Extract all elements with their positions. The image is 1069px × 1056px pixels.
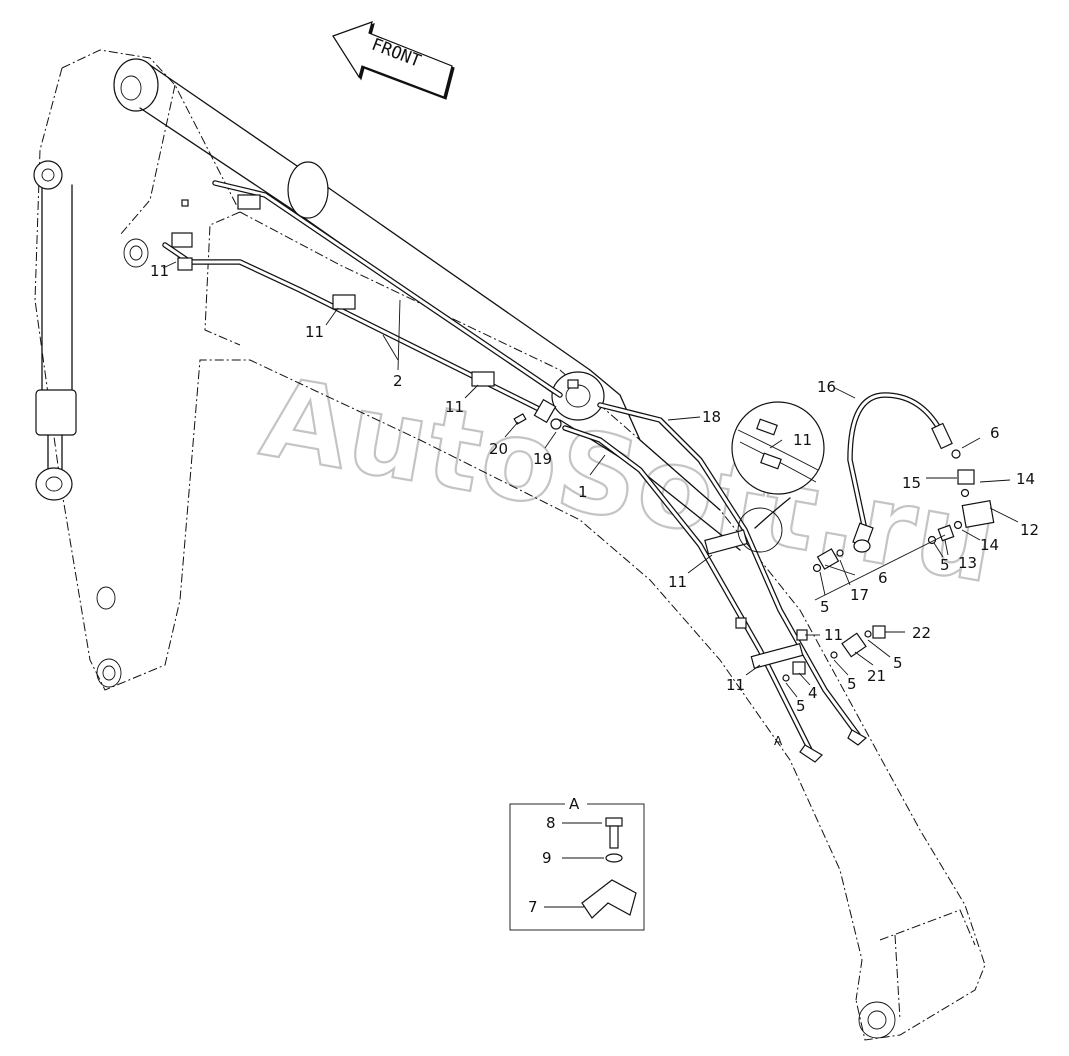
detail-marker-a: A — [774, 734, 783, 748]
callout-5-b: 5 — [820, 598, 830, 616]
callout-11-a: 11 — [150, 262, 169, 280]
callout-5-c: 5 — [893, 654, 903, 672]
hose-16 — [847, 392, 953, 553]
callout-12: 12 — [1020, 521, 1039, 539]
pipe-1-18 — [562, 402, 868, 763]
callout-11-e: 11 — [824, 626, 843, 644]
callout-4: 4 — [808, 684, 818, 702]
front-arrow: FRONT — [332, 21, 455, 100]
detail-label-8: 8 — [546, 814, 556, 832]
callout-15: 15 — [902, 474, 921, 492]
callout-11-c: 11 — [445, 398, 464, 416]
callout-17: 17 — [850, 586, 869, 604]
callout-20: 20 — [489, 440, 508, 458]
callout-19: 19 — [533, 450, 552, 468]
pipe-2 — [162, 180, 563, 415]
callout-21: 21 — [867, 667, 886, 685]
callout-16: 16 — [817, 378, 836, 396]
callout-1: 1 — [578, 483, 588, 501]
callout-5-a: 5 — [940, 556, 950, 574]
detail-title: A — [569, 795, 580, 813]
fittings — [513, 413, 995, 682]
clamps — [171, 194, 808, 670]
detail-label-7: 7 — [528, 898, 538, 916]
callout-6-a: 6 — [990, 424, 1000, 442]
callout-14-b: 14 — [980, 536, 999, 554]
callout-11-detail: 11 — [793, 431, 812, 449]
watermark: AutoSoft.ru — [253, 353, 1007, 608]
detail-circle-11 — [731, 401, 825, 553]
callout-14-a: 14 — [1016, 470, 1035, 488]
detail-box-a: A 8 9 7 — [509, 795, 645, 931]
callout-13: 13 — [958, 554, 977, 572]
callout-11-f: 11 — [726, 676, 745, 694]
callout-18: 18 — [702, 408, 721, 426]
arm-cylinder — [113, 58, 741, 551]
callout-2: 2 — [393, 372, 403, 390]
detail-label-9: 9 — [542, 849, 552, 867]
boom-cylinder — [33, 160, 77, 501]
callout-5-e: 5 — [796, 697, 806, 715]
callout-11-d: 11 — [668, 573, 687, 591]
callouts: 11 11 2 11 20 19 1 18 16 11 6 15 14 12 1… — [150, 262, 1039, 715]
callout-5-d: 5 — [847, 675, 857, 693]
callout-6-b: 6 — [878, 569, 888, 587]
callout-22: 22 — [912, 624, 931, 642]
leader-lines — [162, 261, 1019, 698]
callout-11-b: 11 — [305, 323, 324, 341]
